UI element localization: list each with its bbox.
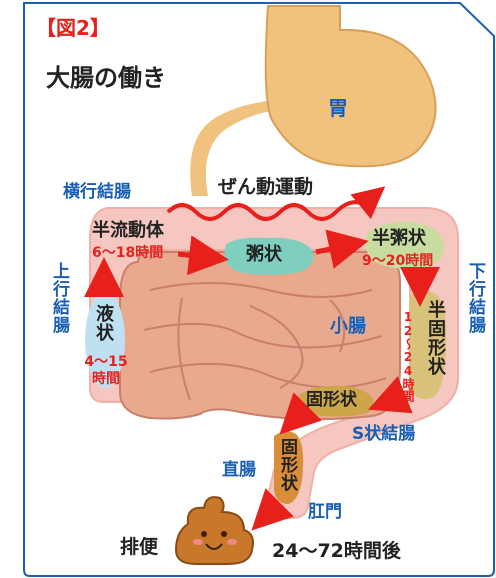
- anus-label: 肛門: [308, 502, 342, 522]
- small-intestine-shape: [119, 251, 401, 421]
- arrow-porridge-to-semiporridge: [315, 229, 369, 269]
- frame-border: [23, 2, 495, 577]
- transverse-colon-label: 横行結腸: [63, 182, 131, 202]
- semi-solid-state: 半固形状: [425, 300, 446, 376]
- liquid-blob: [85, 292, 125, 388]
- rectum-label: 直腸: [222, 460, 256, 480]
- semi-fluid-time: 6〜18時間: [92, 245, 164, 261]
- semi-porridge-blob: [365, 221, 445, 269]
- ascending-colon-label: 上行結腸: [49, 262, 69, 334]
- stomach-shape: [264, 5, 437, 168]
- arrow-rectum-to-exit: [251, 488, 294, 531]
- esophagus-shape: [190, 100, 276, 196]
- liquid-time: 4〜15時間: [84, 354, 128, 387]
- peristalsis-label: ぜん動運動: [218, 176, 314, 198]
- rectal-solid-blob: [274, 431, 304, 504]
- defecation-label: 排便: [120, 536, 159, 558]
- arrow-semifluid-to-porridge: [177, 235, 229, 276]
- stomach-label: 胃: [328, 96, 348, 120]
- semi-porridge-time: 9〜20時間: [362, 253, 434, 269]
- solid-state: 固形状: [306, 390, 357, 410]
- figure-tag: 【図2】: [36, 16, 110, 40]
- total-time-label: 24〜72時間後: [272, 540, 401, 562]
- porridge-state: 粥状: [246, 244, 282, 265]
- semi-solid-blob: [410, 290, 447, 399]
- rectal-solid-state: 固形状: [277, 438, 297, 492]
- sigmoid-colon-label: S状結腸: [352, 424, 416, 444]
- semi-porridge-state: 半粥状: [372, 228, 426, 249]
- page-title: 大腸の働き: [46, 64, 166, 92]
- descending-colon-label: 下行結腸: [465, 262, 485, 334]
- arrow-semisolid-to-solid: [368, 376, 413, 414]
- semi-fluid-state: 半流動体: [92, 220, 164, 241]
- semi-solid-time: 12〜24時間: [401, 310, 415, 402]
- poop-icon: [174, 496, 254, 565]
- small-intestine-label: 小腸: [330, 316, 366, 337]
- arrow-solid-to-rectum: [279, 392, 322, 435]
- liquid-state: 液状: [93, 304, 114, 342]
- peristalsis-wave: [166, 186, 386, 221]
- porridge-blob: [224, 237, 314, 275]
